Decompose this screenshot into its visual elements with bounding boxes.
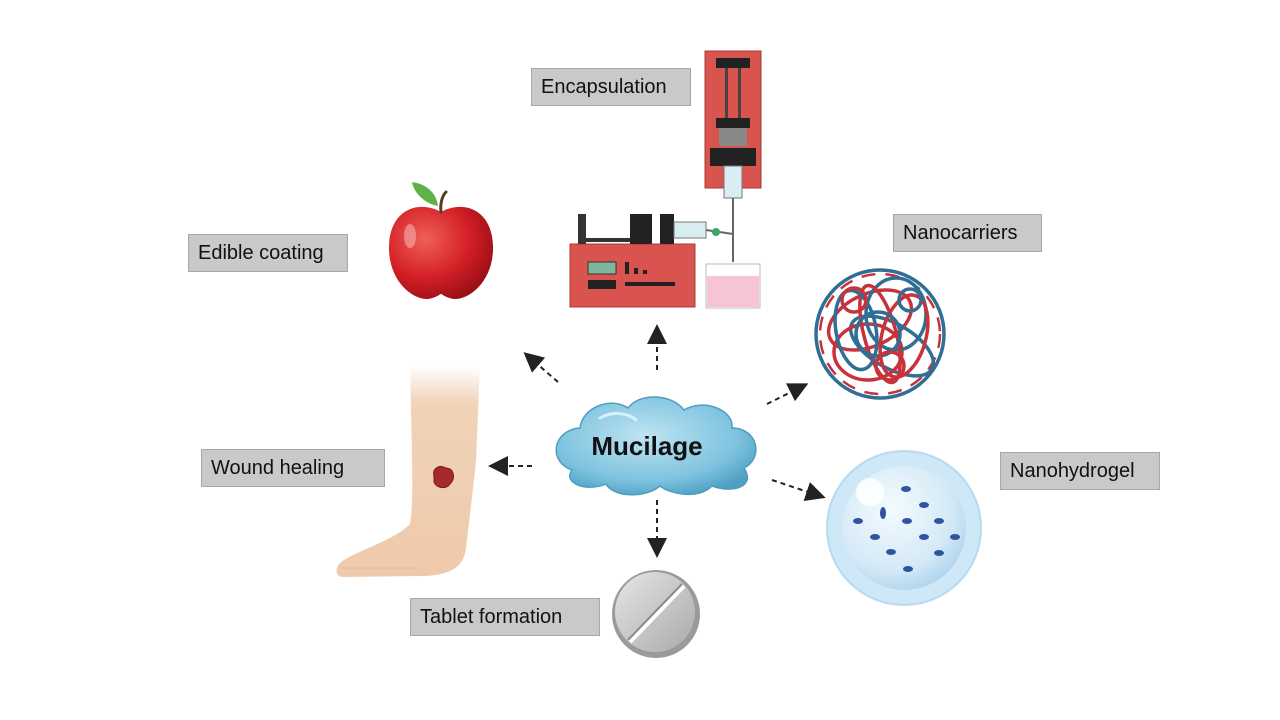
- label-tablet-formation: Tablet formation: [410, 598, 600, 636]
- leg-wound-icon: [336, 366, 480, 577]
- arrow-to-nanohydrogel: [771, 479, 826, 502]
- label-wound-healing: Wound healing: [201, 449, 385, 487]
- arrows: [488, 324, 826, 558]
- mucilage-cloud: Mucilage: [555, 396, 757, 496]
- nanocarrier-ball-icon: [814, 268, 946, 400]
- label-nanohydrogel: Nanohydrogel: [1000, 452, 1160, 490]
- label-nanocarriers: Nanocarriers: [893, 214, 1042, 252]
- hydrogel-sphere-icon: [826, 450, 982, 606]
- arrow-to-edible-coating: [523, 352, 559, 383]
- center-label: Mucilage: [591, 431, 702, 461]
- tablet-icon: [612, 570, 700, 658]
- syringe-pump-icon: [569, 50, 762, 309]
- arrow-to-nanocarriers: [766, 383, 809, 405]
- apple-icon: [388, 182, 494, 300]
- label-edible-coating: Edible coating: [188, 234, 348, 272]
- label-encapsulation: Encapsulation: [531, 68, 691, 106]
- wound-mark: [433, 465, 454, 489]
